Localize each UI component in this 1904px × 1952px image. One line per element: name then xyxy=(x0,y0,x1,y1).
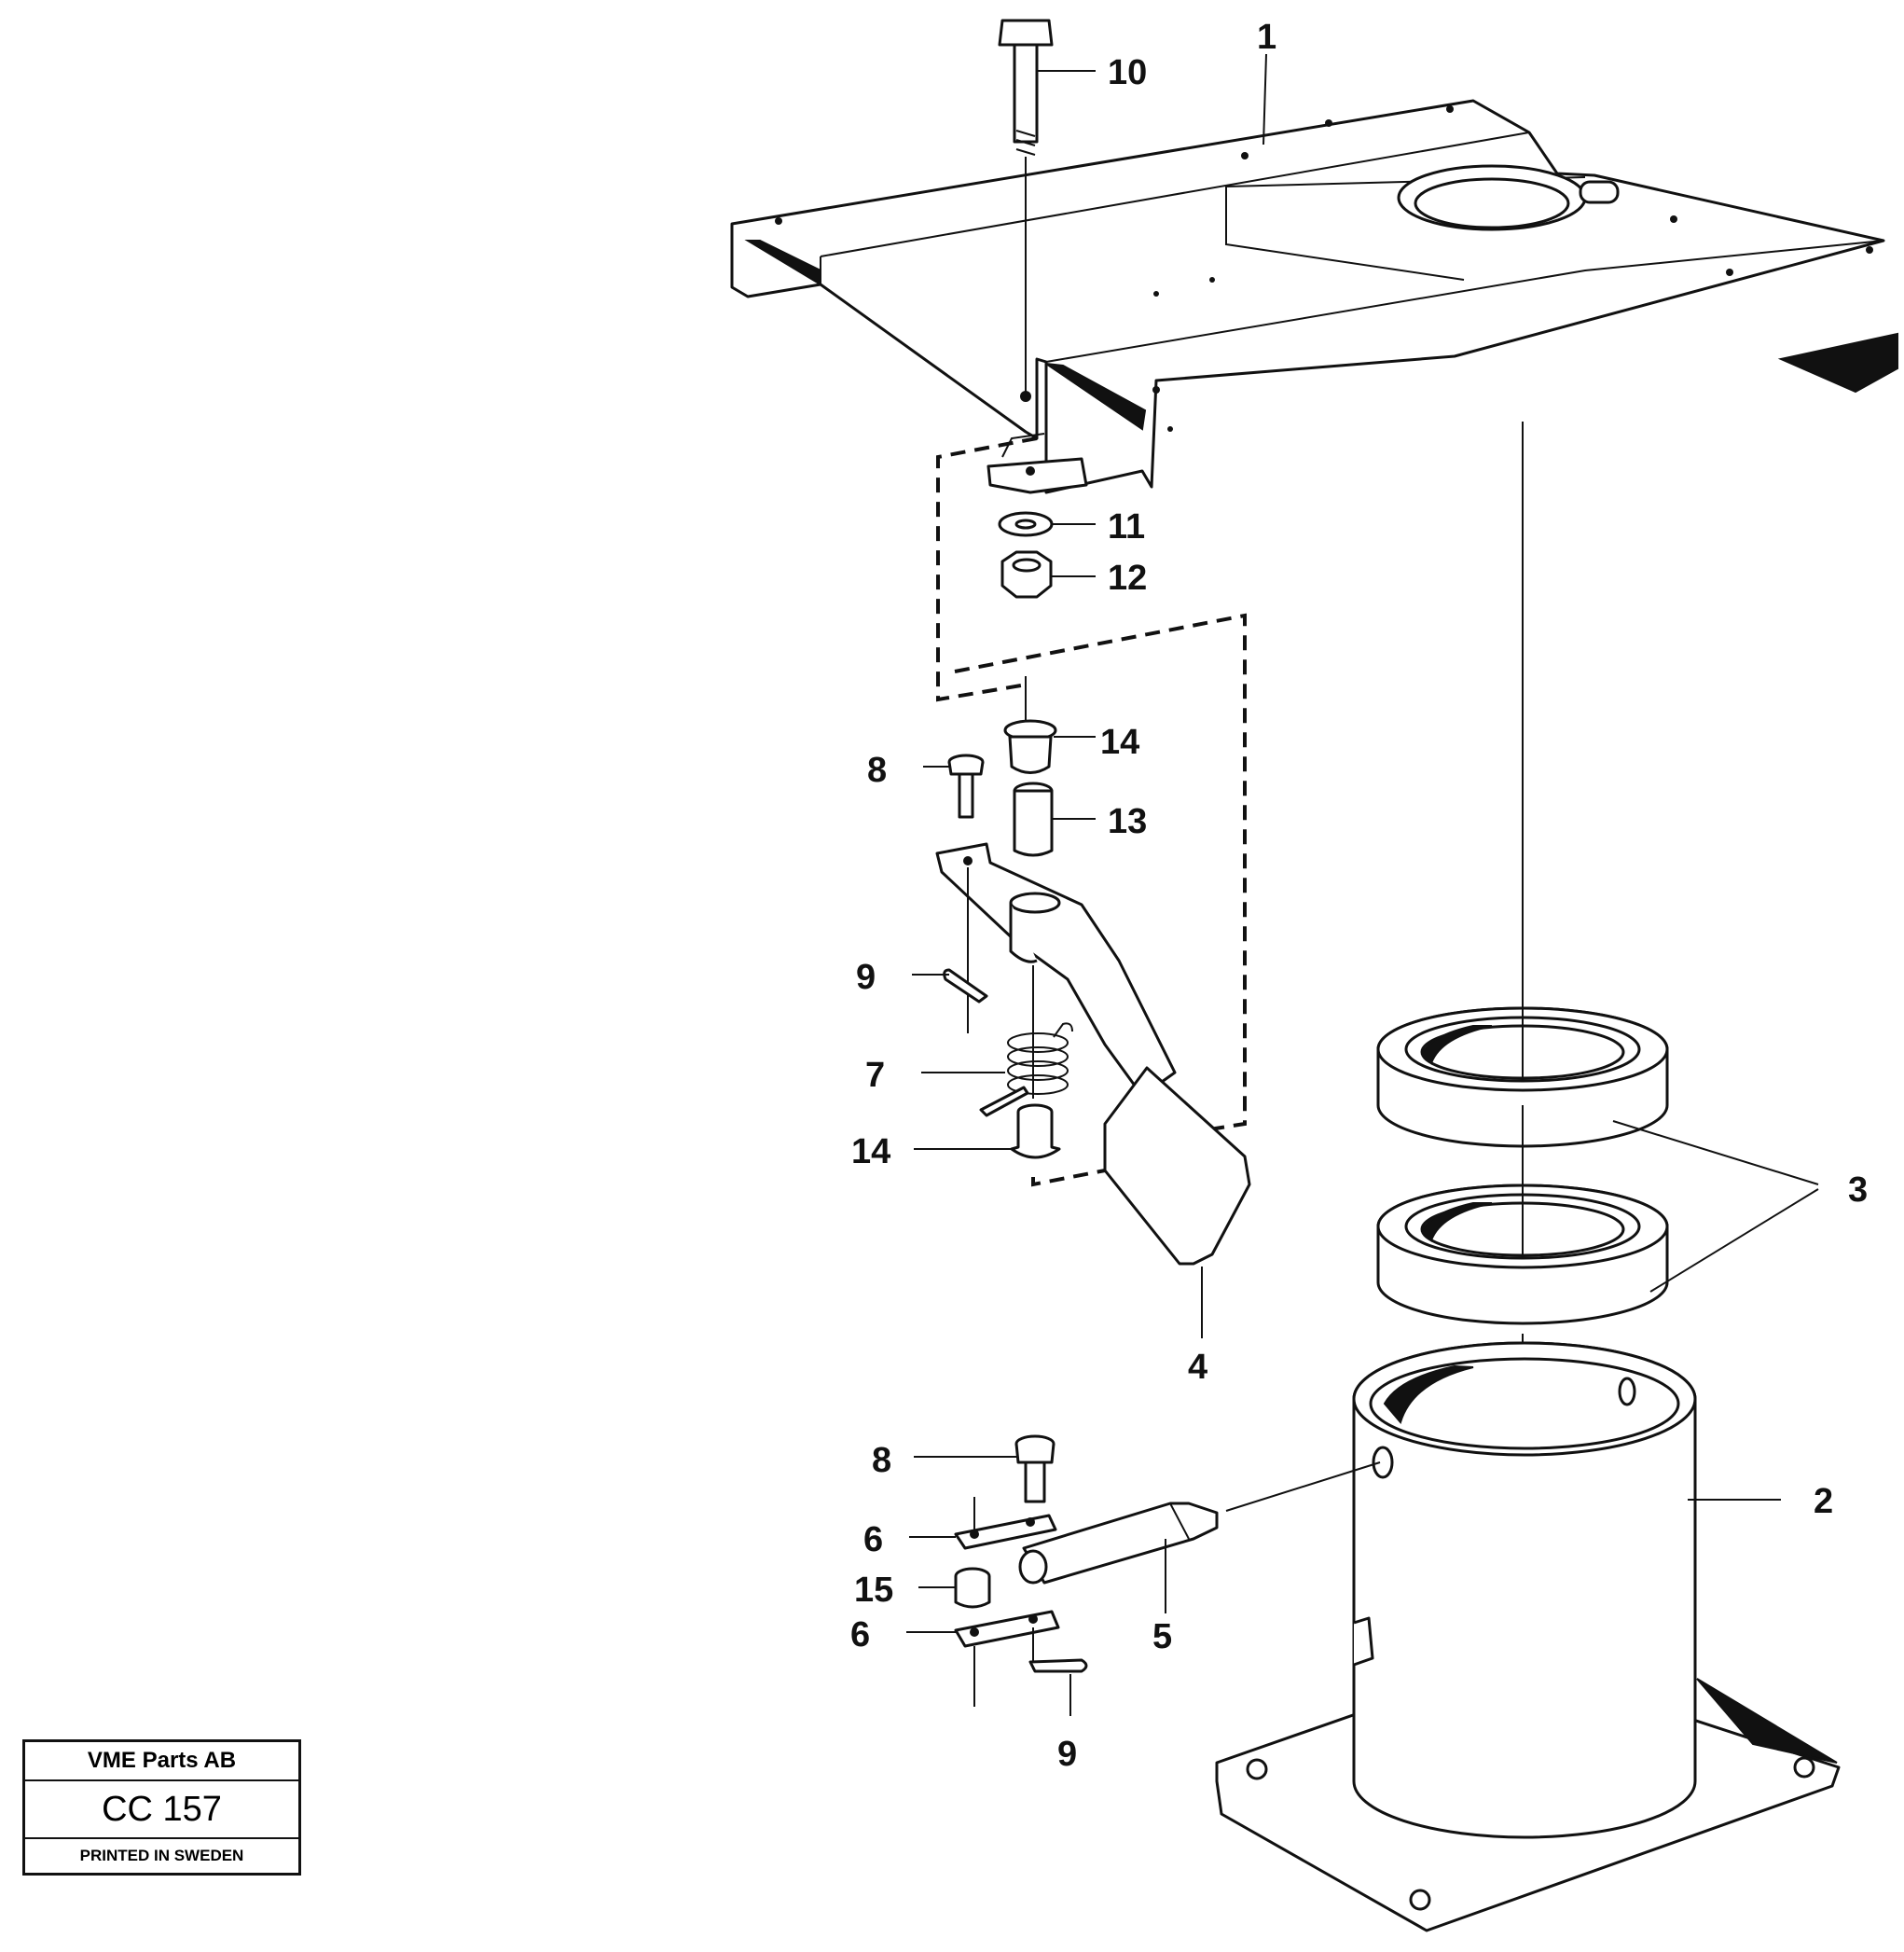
callout-15: 15 xyxy=(854,1571,893,1610)
title-block-company: VME Parts AB xyxy=(25,1742,298,1781)
lock-pin-part-5 xyxy=(1018,1461,1381,1585)
callout-2: 2 xyxy=(1814,1482,1833,1521)
cotter-pin-part-9-bottom xyxy=(1028,1658,1088,1716)
plate-part-6-top xyxy=(954,1497,1057,1550)
nut-part-12 xyxy=(1000,550,1053,599)
sleeve-part-13 xyxy=(1013,782,1054,857)
callout-4: 4 xyxy=(1188,1348,1207,1387)
pedal-part-4 xyxy=(935,842,1251,1338)
base-housing-part-2 xyxy=(1215,1341,1841,1932)
plate-part-6-bottom xyxy=(954,1610,1060,1707)
callout-6-top: 6 xyxy=(863,1520,883,1559)
bolt-part-10 xyxy=(998,19,1054,392)
title-block-code: CC 157 xyxy=(25,1781,298,1839)
bushing-part-14-top xyxy=(1003,676,1057,774)
pedal-bracket xyxy=(936,433,1247,1187)
callout-8-bottom: 8 xyxy=(872,1441,891,1480)
callout-13: 13 xyxy=(1108,802,1147,841)
callout-labels: 1 2 3 4 5 6 6 7 8 8 9 9 10 11 12 13 14 1… xyxy=(850,18,1868,1774)
callout-14-top: 14 xyxy=(1100,723,1139,762)
title-block-printed: PRINTED IN SWEDEN xyxy=(79,1847,244,1864)
callout-10: 10 xyxy=(1108,53,1147,92)
callout-5: 5 xyxy=(1152,1617,1172,1656)
washer-part-11 xyxy=(998,511,1054,537)
callout-3: 3 xyxy=(1848,1170,1868,1210)
pin-part-8-bottom xyxy=(1014,1434,1055,1503)
spring-part-7 xyxy=(979,965,1073,1117)
callout-11: 11 xyxy=(1108,507,1145,547)
callout-6-bottom: 6 xyxy=(850,1615,870,1654)
callout-14-bottom: 14 xyxy=(851,1132,890,1171)
callout-7: 7 xyxy=(865,1056,885,1095)
callout-9-bottom: 9 xyxy=(1057,1735,1077,1774)
callout-9-top: 9 xyxy=(856,958,876,997)
bushing-part-14-bottom xyxy=(1010,1103,1061,1159)
frame-plate xyxy=(730,99,1898,494)
callout-8-top: 8 xyxy=(867,751,887,790)
roller-part-15 xyxy=(954,1567,991,1609)
leader-lines xyxy=(906,53,1819,1633)
callout-1: 1 xyxy=(1257,18,1276,57)
title-block: VME Parts AB CC 157 PRINTED IN SWEDEN xyxy=(22,1739,301,1876)
pin-part-8-top xyxy=(947,754,985,819)
callout-12: 12 xyxy=(1108,559,1147,598)
